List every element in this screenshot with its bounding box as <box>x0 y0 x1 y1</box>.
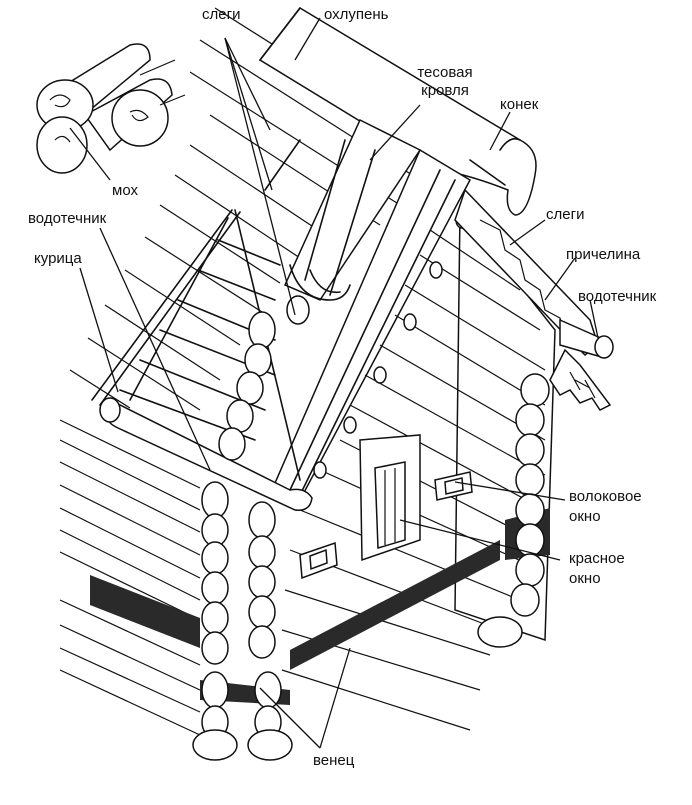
corner-log-ends-right <box>477 373 550 648</box>
label-tesovaya-line1: тесовая <box>417 64 473 81</box>
label-prichelina: причелина <box>566 246 641 263</box>
label-vodotechnik-left: водотечник <box>28 210 107 227</box>
left-gutter <box>99 397 313 511</box>
label-kuritsa: курица <box>34 250 82 267</box>
label-ohlupen: охлупень <box>324 6 389 23</box>
label-krasnoe-line1: красное <box>569 550 625 567</box>
front-wall-logs <box>59 419 201 736</box>
red-window <box>359 434 421 562</box>
label-konek: конек <box>500 96 539 113</box>
plank-roof <box>264 118 471 501</box>
leader-lines <box>69 17 599 749</box>
small-window-front <box>299 541 338 580</box>
label-krasnoe-line2: окно <box>569 570 601 587</box>
label-volokovoe-line2: окно <box>569 508 601 525</box>
ridge-log <box>258 7 537 216</box>
label-slegi-right: слеги <box>546 206 585 223</box>
label-slegi-top: слеги <box>202 6 241 23</box>
label-tesovaya-line2: кровля <box>421 82 469 99</box>
prichelina-board <box>454 188 612 411</box>
right-gutter <box>559 318 614 359</box>
label-moh: мох <box>112 182 138 199</box>
label-volokovoe-line1: волоковое <box>569 488 642 505</box>
label-venets: венец <box>313 752 355 769</box>
corner-log-ends-left <box>192 295 310 761</box>
moss-log-bundle <box>36 43 186 174</box>
label-vodotechnik-right: водотечник <box>578 288 657 305</box>
